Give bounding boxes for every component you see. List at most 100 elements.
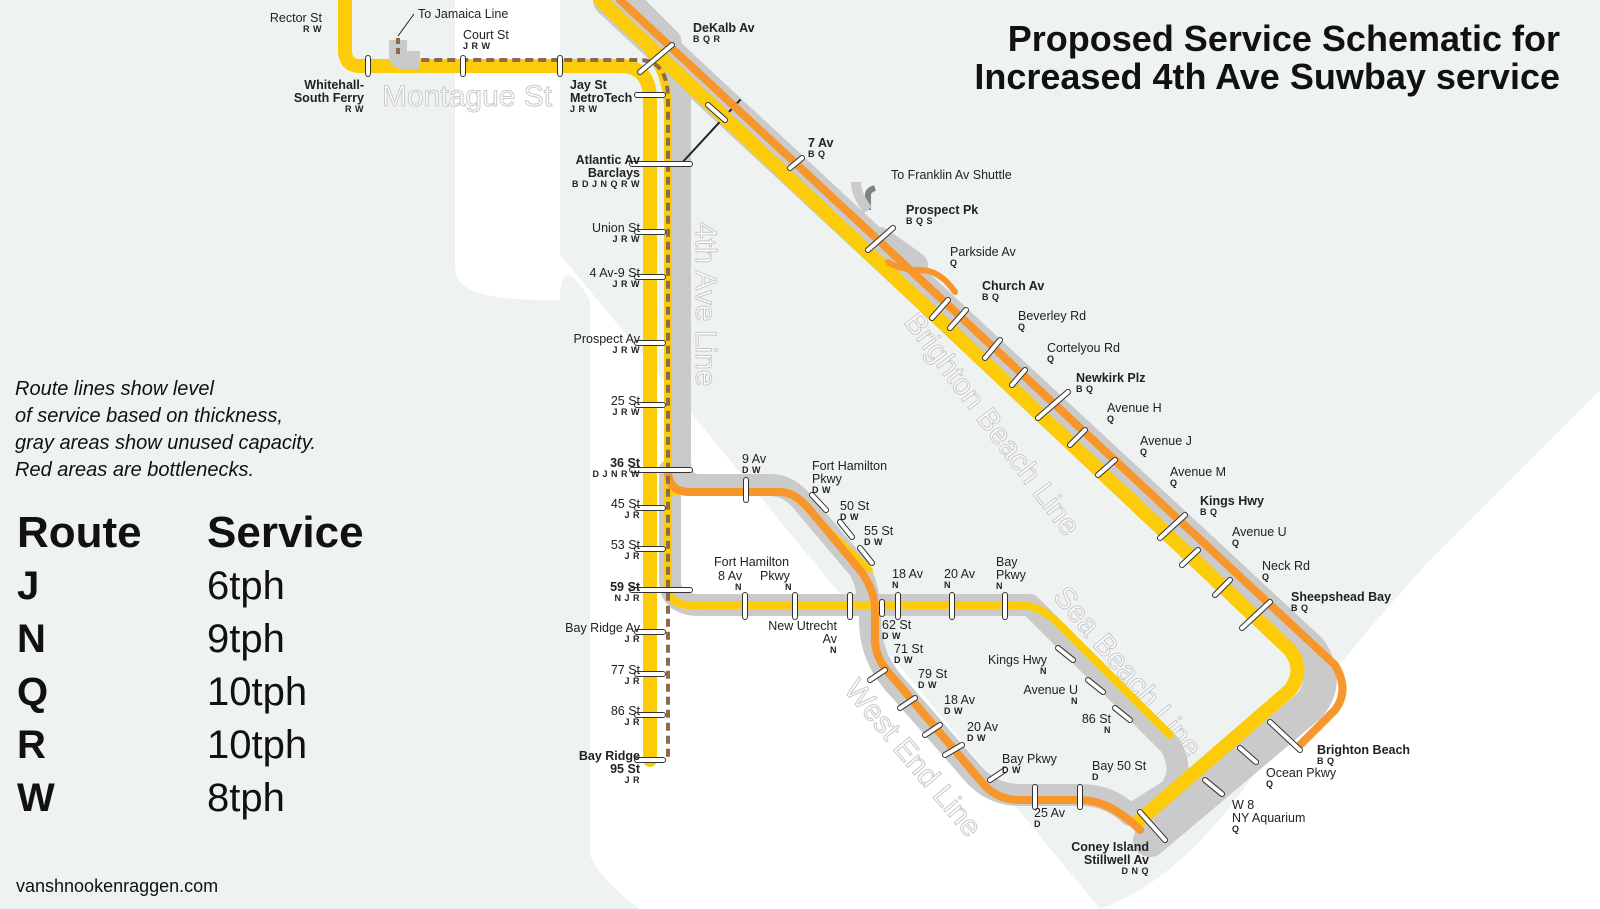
route-name: Q bbox=[17, 670, 49, 714]
route-name: R bbox=[17, 723, 46, 767]
jamaica-pointer bbox=[397, 13, 415, 37]
station-forthamn-service: N bbox=[735, 582, 742, 592]
station-tick bbox=[1240, 600, 1272, 630]
station-tick bbox=[1086, 678, 1105, 694]
station-tick bbox=[1068, 428, 1087, 447]
station-sheepshead-name: Sheepshead Bay bbox=[1291, 590, 1391, 604]
station-av20w-name: 20 Av bbox=[967, 720, 999, 734]
legend-note-line: Red areas are bottlenecks. bbox=[15, 459, 255, 481]
station-st25-name: 25 St bbox=[611, 394, 641, 408]
station-brightonbeach-service: B Q bbox=[1317, 756, 1335, 766]
station-av20n-name: 20 Av bbox=[944, 567, 976, 581]
station-newutrecht-name-2: Av bbox=[823, 632, 838, 646]
station-tick bbox=[838, 520, 854, 539]
service-header: Service bbox=[207, 508, 364, 557]
station-st71-service: D W bbox=[894, 655, 913, 665]
station-forthamn-name-3: Pkwy bbox=[760, 569, 791, 583]
station-cortelyou-name: Cortelyou Rd bbox=[1047, 341, 1120, 355]
station-av18n-name: 18 Av bbox=[892, 567, 924, 581]
station-beverley-name: Beverley Rd bbox=[1018, 309, 1086, 323]
station-st53-service: J R bbox=[624, 551, 640, 561]
station-prospectav-service: J R W bbox=[612, 345, 640, 355]
station-coney-name-2: Stillwell Av bbox=[1084, 853, 1149, 867]
station-st62-name: 62 St bbox=[882, 618, 912, 632]
station-forthamn-name: Fort Hamilton bbox=[714, 555, 789, 569]
legend-note-line: Route lines show level bbox=[15, 378, 214, 400]
station-forthamw-name: Fort Hamilton bbox=[812, 459, 887, 473]
station-bay50-name: Bay 50 St bbox=[1092, 759, 1147, 773]
station-w8-name: W 8 bbox=[1232, 798, 1254, 812]
station-cortelyou-service: Q bbox=[1047, 354, 1055, 364]
legend-note: Route lines show level of service based … bbox=[15, 376, 415, 484]
station-ticks bbox=[366, 43, 1302, 842]
station-avej-name: Avenue J bbox=[1140, 434, 1192, 448]
station-tick bbox=[923, 723, 942, 737]
station-brightonbeach-name: Brighton Beach bbox=[1317, 743, 1410, 757]
franklin-shuttle bbox=[865, 185, 876, 210]
station-jay-service: J R W bbox=[570, 104, 598, 114]
credit: vanshnookenraggen.com bbox=[16, 876, 219, 896]
station-ninthav-service: D W bbox=[742, 465, 761, 475]
legend-row: W 8tph bbox=[17, 772, 417, 825]
station-bayridge95-name-2: 95 St bbox=[610, 762, 641, 776]
station-fourth9-name: 4 Av-9 St bbox=[590, 266, 641, 280]
station-jay-name-2: MetroTech bbox=[570, 91, 632, 105]
station-newkirk-service: B Q bbox=[1076, 384, 1094, 394]
station-forthamn-service-2: N bbox=[785, 582, 792, 592]
jamaica-note: To Jamaica Line bbox=[418, 7, 508, 21]
station-tick bbox=[1138, 810, 1167, 842]
station-aveh-service: Q bbox=[1107, 414, 1115, 424]
franklin-note: To Franklin Av Shuttle bbox=[891, 168, 1012, 182]
station-neck-service: Q bbox=[1262, 572, 1270, 582]
station-bay50-service: D bbox=[1092, 772, 1099, 782]
station-tick bbox=[948, 308, 968, 330]
route-name: N bbox=[17, 617, 46, 661]
legend-row: J 6tph bbox=[17, 560, 417, 613]
station-sheepshead-service: B Q bbox=[1291, 603, 1309, 613]
station-tick bbox=[788, 156, 804, 170]
station-neck-name: Neck Rd bbox=[1262, 559, 1310, 573]
station-court-name: Court St bbox=[463, 28, 509, 42]
station-bayridge95-name: Bay Ridge bbox=[579, 749, 640, 763]
station-tick bbox=[1010, 368, 1027, 387]
station-st86n-service: N bbox=[1104, 725, 1111, 735]
station-forthamn-name-2: 8 Av bbox=[718, 569, 743, 583]
station-parkside-service: Q bbox=[950, 258, 958, 268]
station-st55-service: D W bbox=[864, 537, 883, 547]
station-av20n-service: N bbox=[944, 580, 951, 590]
station-av18w-service: D W bbox=[944, 706, 963, 716]
jamaica-stub bbox=[389, 40, 420, 69]
station-dekalb-name: DeKalb Av bbox=[693, 21, 755, 35]
franklin-stub bbox=[851, 181, 872, 214]
station-st86r-service: J R bbox=[624, 717, 640, 727]
station-prospectav-name: Prospect Av bbox=[574, 332, 641, 346]
station-tick bbox=[810, 493, 828, 512]
sea-beach-label: Sea Beach Line bbox=[1047, 580, 1208, 763]
station-tick bbox=[1268, 720, 1302, 752]
station-tick bbox=[983, 338, 1002, 360]
water-top-left bbox=[0, 0, 350, 163]
station-w8-service: Q bbox=[1232, 824, 1240, 834]
station-st59-service: N J R bbox=[614, 593, 640, 603]
station-tick bbox=[858, 546, 874, 565]
station-av18n-service: N bbox=[892, 580, 899, 590]
station-seventh-name: 7 Av bbox=[808, 136, 834, 150]
station-st62-service: D W bbox=[882, 631, 901, 641]
station-st25-service: J R W bbox=[612, 407, 640, 417]
station-st77-name: 77 St bbox=[611, 663, 641, 677]
station-st86r-name: 86 St bbox=[611, 704, 641, 718]
legend-note-line: of service based on thickness, bbox=[15, 405, 283, 427]
station-newutrecht-name: New Utrecht bbox=[768, 619, 837, 633]
legend-row: R 10tph bbox=[17, 719, 417, 772]
station-avem-name: Avenue M bbox=[1170, 465, 1226, 479]
station-aveub-service: Q bbox=[1232, 538, 1240, 548]
station-parkside-name: Parkside Av bbox=[950, 245, 1017, 259]
station-oceanpkwy-service: Q bbox=[1266, 779, 1274, 789]
station-tick bbox=[988, 768, 1007, 782]
legend-row: N 9tph bbox=[17, 613, 417, 666]
station-dekalb-service: B Q R bbox=[693, 34, 721, 44]
station-aveub-name: Avenue U bbox=[1232, 525, 1287, 539]
station-union-service: J R W bbox=[612, 234, 640, 244]
montague-label: Montague St bbox=[382, 80, 553, 113]
